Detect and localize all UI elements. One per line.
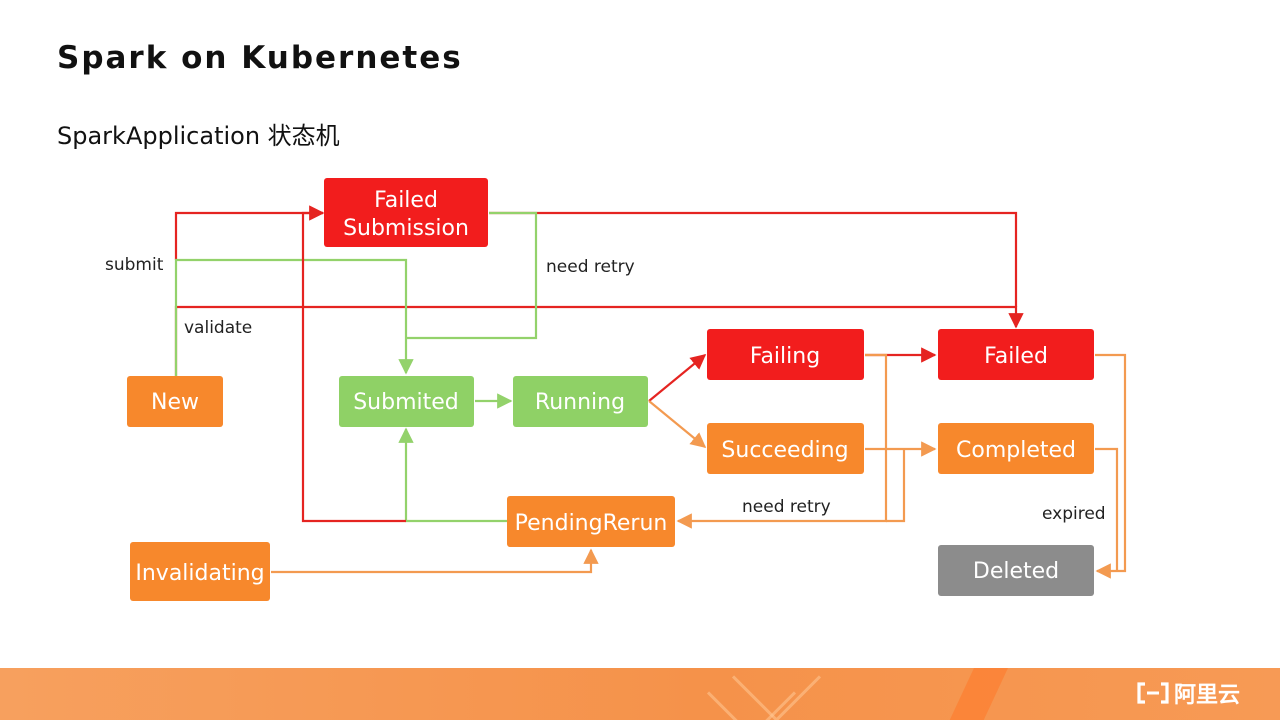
edge-label-need-retry-bottom: need retry — [742, 497, 831, 517]
state-new-label: New — [151, 390, 199, 415]
state-failing-label: Failing — [750, 344, 820, 369]
state-failed: Failed — [938, 329, 1094, 380]
edge-label-expired: expired — [1042, 504, 1106, 524]
state-running: Running — [513, 376, 648, 427]
footer-decoration — [946, 668, 1008, 720]
edge-new-to-submited — [174, 258, 414, 376]
edge-pending-rerun-to-submited — [398, 427, 507, 523]
edges — [174, 205, 1127, 579]
state-submited: Submited — [339, 376, 474, 427]
footer-bar: 阿里云 — [0, 668, 1280, 720]
state-completed: Completed — [938, 423, 1094, 474]
edge-failed-to-deleted — [1095, 353, 1127, 579]
state-pending-rerun: PendingRerun — [507, 496, 675, 547]
edge-invalidating-to-pending-rerun — [271, 548, 599, 574]
state-running-label: Running — [535, 390, 625, 415]
edge-label-validate: validate — [184, 318, 252, 338]
state-failed-submission-line1: Failed — [374, 188, 438, 213]
edge-running-to-failing — [648, 354, 707, 402]
state-submited-label: Submited — [353, 390, 459, 415]
state-failed-submission-line2: Submission — [343, 216, 469, 241]
brand-name: 阿里云 — [1173, 683, 1240, 708]
edge-completed-to-deleted — [1095, 447, 1119, 571]
edge-failing-to-pending-rerun — [676, 353, 888, 529]
alibaba-cloud-logo-icon — [1136, 681, 1170, 705]
state-completed-label: Completed — [956, 438, 1076, 463]
state-new: New — [127, 376, 223, 427]
state-succeeding-label: Succeeding — [721, 438, 848, 463]
edge-failed-submission-to-failed — [489, 211, 1018, 307]
state-failing: Failing — [707, 329, 864, 380]
edge-pending-rerun-to-failed-submission — [301, 211, 406, 523]
edge-label-need-retry-top: need retry — [546, 257, 635, 277]
state-failed-submission: Failed Submission — [324, 178, 488, 247]
page-subtitle: SparkApplication 状态机 — [57, 122, 340, 150]
state-deleted: Deleted — [938, 545, 1094, 596]
state-deleted-label: Deleted — [973, 559, 1059, 584]
edge-failed-submission-retry — [406, 211, 538, 340]
state-machine-diagram: submit validate need retry need retry ex… — [105, 178, 1127, 601]
state-pending-rerun-label: PendingRerun — [515, 511, 668, 536]
state-failed-label: Failed — [984, 344, 1048, 369]
state-invalidating: Invalidating — [130, 542, 270, 601]
edge-succeeding-to-pending-rerun — [886, 449, 906, 523]
state-invalidating-label: Invalidating — [135, 561, 264, 586]
page-title: Spark on Kubernetes — [57, 40, 463, 76]
edge-running-to-succeeding — [648, 400, 707, 448]
edge-new-to-failed-submission — [174, 205, 325, 260]
edge-label-submit: submit — [105, 255, 164, 275]
state-succeeding: Succeeding — [707, 423, 864, 474]
brand-logo: 阿里云 — [1136, 679, 1240, 708]
